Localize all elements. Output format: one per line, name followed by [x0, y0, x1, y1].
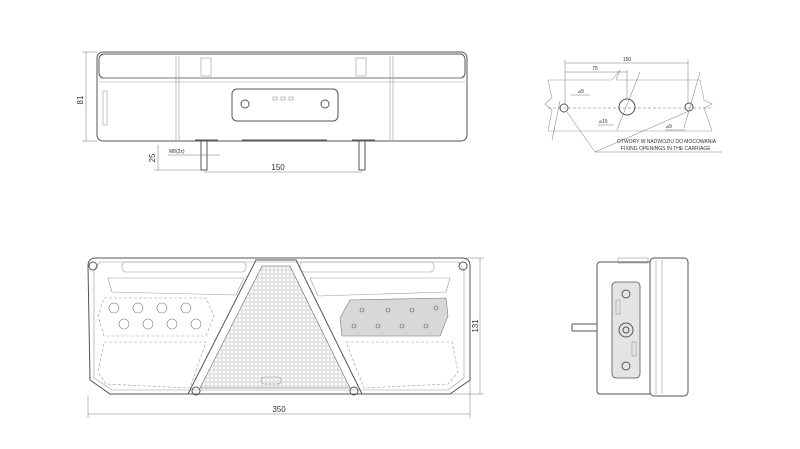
outer-spacing-dimension: 150: [623, 57, 632, 63]
width-dimension: 350: [272, 405, 286, 414]
half-spacing-dimension: 75: [592, 66, 598, 72]
mounting-plate: [231, 88, 339, 122]
height-dimension-top: 81: [76, 95, 85, 104]
hole-right-label: ⌀9: [666, 124, 672, 130]
stud-length-dimension: 25: [148, 153, 157, 162]
stud-spacing-dimension: 150: [271, 163, 285, 172]
hole-center-label: ⌀15: [599, 119, 608, 125]
mounting-studs: [200, 140, 366, 171]
connector-panel: [611, 281, 641, 379]
thread-label: M8(2x): [169, 149, 185, 155]
left-led-cluster: [97, 297, 215, 389]
top-view: 81 25 M8(2x) 150: [76, 51, 468, 173]
hole-left-label: ⌀9: [578, 89, 584, 95]
reflector-triangle: [187, 259, 363, 395]
note-english: FIXING OPENINGS IN THE CARRIAGE: [621, 146, 711, 152]
height-dimension-front: 131: [471, 319, 480, 333]
front-view: 350 131: [87, 257, 484, 418]
note-polish: OTWORY W NADWOZIU DO MOCOWANIA: [617, 139, 717, 145]
mounting-hole-detail: 150 75 ⌀9 ⌀15 ⌀9 OTWORY W NADWOZIU DO MO…: [544, 57, 722, 153]
side-view: [571, 257, 689, 397]
right-led-cluster: [339, 297, 459, 389]
